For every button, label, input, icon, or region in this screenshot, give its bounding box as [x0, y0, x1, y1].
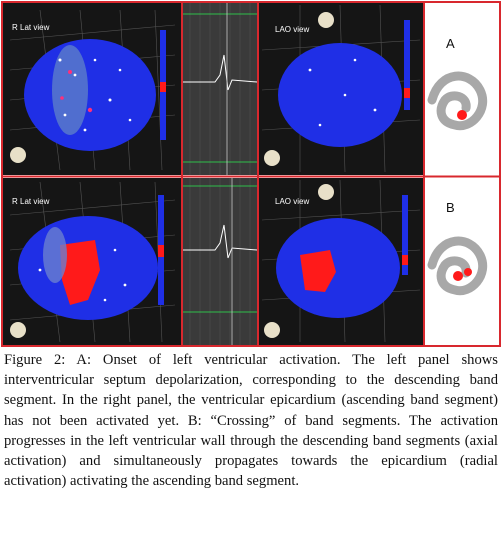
panel-a-schematic: A: [425, 3, 499, 175]
panel-a-label: A: [446, 36, 455, 51]
panel-a-ecg: [183, 3, 258, 175]
figure-image: R Lat view: [0, 0, 502, 348]
panel-b-ecg: [183, 178, 258, 345]
figure-caption: Figure 2: A: Onset of left ventricular a…: [4, 350, 498, 546]
panel-b-schematic: B: [425, 178, 499, 345]
panel-a-left-map: R Lat view: [3, 3, 181, 175]
panel-b-left-map: R Lat view: [3, 178, 181, 345]
row-b: R Lat view: [3, 178, 499, 345]
caption-label: Figure 2:: [4, 352, 66, 368]
panel-b-label: B: [446, 200, 455, 215]
row-a: R Lat view: [3, 3, 499, 175]
panel-a-left-view-label: R Lat view: [12, 23, 50, 32]
caption-text: A: Onset of left ventricular activation.…: [4, 352, 498, 490]
panel-a-right-view-label: LAO view: [275, 25, 309, 34]
panel-a-right-map: LAO view: [259, 3, 423, 175]
figure-frame: [1, 1, 501, 347]
panel-b-right-map: LAO view: [259, 178, 423, 345]
panel-b-left-view-label: R Lat view: [12, 197, 50, 206]
panel-b-right-view-label: LAO view: [275, 197, 309, 206]
